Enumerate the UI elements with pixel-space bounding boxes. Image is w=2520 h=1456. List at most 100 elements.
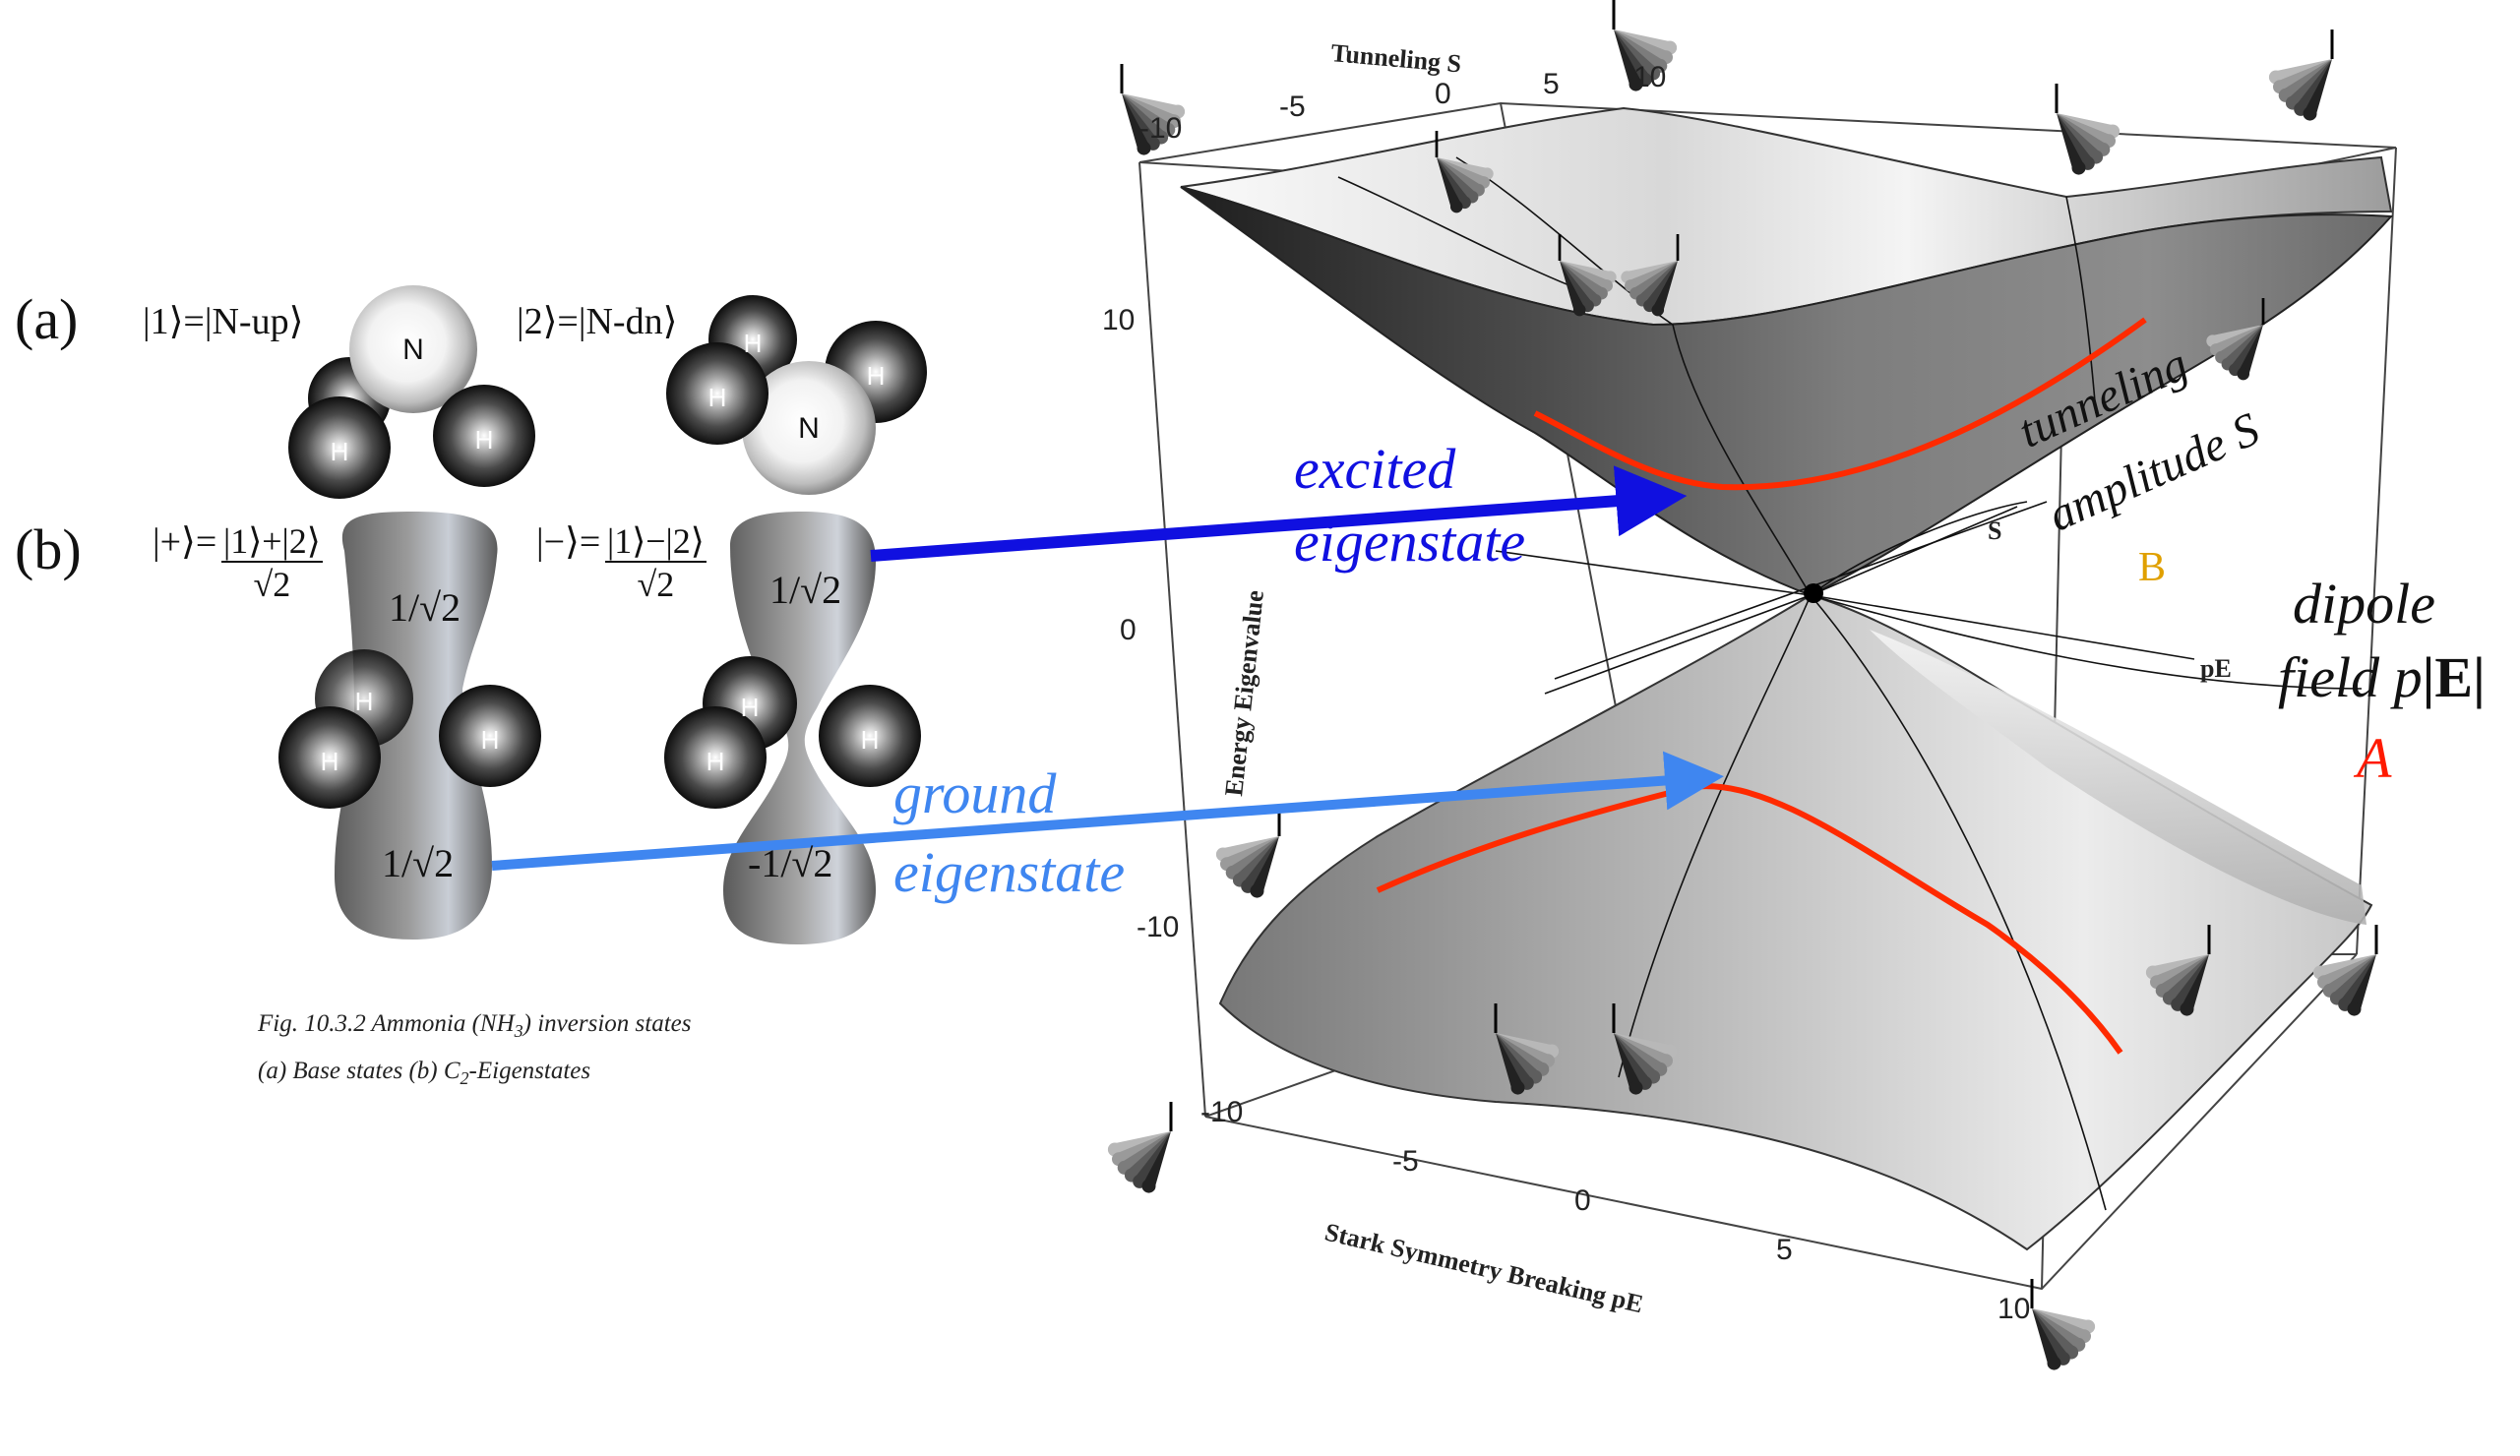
bottom-axis-title: Stark Symmetry Breaking pE xyxy=(1322,1218,1646,1319)
decorative-fan-icons xyxy=(1107,0,2378,1370)
minus-ket-lhs: |−⟩= xyxy=(536,521,601,563)
b-letter: B xyxy=(2138,545,2167,590)
surface-mesh xyxy=(1337,156,2363,1211)
n-atom-label: N xyxy=(798,412,820,445)
n-atom xyxy=(742,361,876,495)
h-atom xyxy=(819,685,921,787)
top-tick-label: -10 xyxy=(1139,112,1182,145)
amp-plus-top: 1/√2 xyxy=(389,585,461,630)
row-b-tag: (b) xyxy=(15,517,82,581)
bottom-tick-label: -10 xyxy=(1200,1096,1243,1128)
plus-eigenstate-blob xyxy=(335,512,498,940)
axis-s-label: S xyxy=(1988,516,2001,545)
bottom-tick-label: 0 xyxy=(1574,1184,1591,1217)
bottom-tick-label: -5 xyxy=(1392,1145,1419,1178)
upper-surface-front xyxy=(1180,186,2394,597)
pendulum-fan-icon xyxy=(2206,297,2265,381)
plus-fraction-denominator: √2 xyxy=(253,565,291,604)
pendulum-fan-icon xyxy=(1215,807,1281,898)
amp-plus-bottom: 1/√2 xyxy=(382,841,455,885)
excited-curve xyxy=(1533,317,2147,491)
h-atom-label: H xyxy=(708,383,727,412)
excited-label-1: excited xyxy=(1294,437,1456,501)
plus-fraction: |1⟩+|2⟩ √2 xyxy=(221,523,323,602)
pendulum-fan-icon xyxy=(1612,0,1678,91)
n-atom-label: N xyxy=(402,334,424,366)
h-atom-label: H xyxy=(741,693,760,722)
ground-curve xyxy=(1376,783,2123,1055)
ket-n-dn: |2⟩=|N-dn⟩ xyxy=(517,301,678,342)
plus-h-atoms xyxy=(278,649,541,809)
pendulum-fan-icon xyxy=(2055,84,2120,175)
h-atom-label: H xyxy=(475,425,494,455)
nh3-up-molecule xyxy=(288,285,535,499)
plot-3d xyxy=(1138,101,2397,1291)
bottom-tick-label: 5 xyxy=(1776,1234,1793,1266)
h-atom-label: H xyxy=(744,329,763,358)
lower-surface-side xyxy=(1870,630,2366,925)
amp-minus-bottom: -1/√2 xyxy=(748,841,833,885)
dipole-label-2: field p|E| xyxy=(2278,645,2486,709)
h-atom-label: H xyxy=(481,725,500,755)
ground-label-2: eigenstate xyxy=(893,840,1126,904)
h-atom xyxy=(278,706,381,809)
nh3-dn-molecule xyxy=(666,295,927,495)
h-atom xyxy=(666,342,768,445)
top-tick-label: 10 xyxy=(1633,61,1666,93)
top-tick-label: -5 xyxy=(1279,91,1306,123)
excited-label-2: eigenstate xyxy=(1294,510,1526,574)
pendulum-fan-icon xyxy=(1612,1003,1678,1095)
caption-line-1: Fig. 10.3.2 Ammonia (NH3) inversion stat… xyxy=(258,1010,692,1041)
pendulum-fan-icon xyxy=(1435,130,1494,213)
axis-pe-label: pE xyxy=(2200,654,2232,683)
h-atom-label: H xyxy=(355,687,374,716)
top-axis-title: Tunneling S xyxy=(1329,38,1462,78)
pendulum-fan-icon xyxy=(1621,233,1680,317)
minus-fraction-denominator: √2 xyxy=(637,565,675,604)
caption-line-2: (a) Base states (b) C2-Eigenstates xyxy=(258,1058,591,1088)
h-atom-label: H xyxy=(321,747,339,776)
pendulum-fan-icon xyxy=(2145,925,2211,1016)
ket-n-up: |1⟩=|N-up⟩ xyxy=(143,301,304,342)
excited-arrow xyxy=(870,465,1688,562)
minus-fraction: |1⟩−|2⟩ √2 xyxy=(605,523,707,602)
h-atom-label: H xyxy=(861,725,880,755)
vertical-tick-label: 0 xyxy=(1120,614,1137,646)
top-tick-label: 5 xyxy=(1543,68,1560,100)
ground-arrow xyxy=(491,751,1724,871)
h-atom xyxy=(288,396,391,499)
plus-ket-lhs: |+⟩= xyxy=(153,521,217,563)
n-atom xyxy=(349,285,477,413)
h-atom xyxy=(433,385,535,487)
dipole-label-1: dipole xyxy=(2293,572,2435,636)
h-atom-label: H xyxy=(707,747,725,776)
pendulum-fan-icon xyxy=(2268,30,2334,121)
degeneracy-point xyxy=(1804,583,1823,603)
row-a-tag: (a) xyxy=(15,287,79,351)
origin-axes xyxy=(1495,506,2195,695)
pendulum-fan-icon xyxy=(1120,64,1186,155)
h-atom xyxy=(664,706,767,809)
pendulum-fan-icon xyxy=(2312,925,2378,1016)
vertical-tick-label: -10 xyxy=(1137,911,1179,943)
pendulum-fan-icon xyxy=(1558,233,1617,317)
h-atom xyxy=(439,685,541,787)
a-letter: A xyxy=(2357,726,2392,790)
amp-minus-top: 1/√2 xyxy=(769,568,842,612)
vertical-tick-label: 10 xyxy=(1102,304,1135,336)
pendulum-fan-icon xyxy=(1107,1102,1173,1193)
pendulum-fan-icon xyxy=(2030,1279,2096,1370)
pendulum-fan-icon xyxy=(1494,1003,1560,1095)
h-atom-label: H xyxy=(867,361,886,391)
h-atom-label: H xyxy=(331,437,349,466)
minus-fraction-numerator: |1⟩−|2⟩ xyxy=(605,521,707,563)
top-tick-label: 0 xyxy=(1435,78,1451,110)
plus-fraction-numerator: |1⟩+|2⟩ xyxy=(221,521,323,563)
bottom-tick-label: 10 xyxy=(1998,1293,2030,1325)
minus-h-atoms xyxy=(664,656,921,809)
ground-label-1: ground xyxy=(893,761,1057,825)
vertical-axis-title: Energy Eigenvalue xyxy=(1219,589,1269,798)
